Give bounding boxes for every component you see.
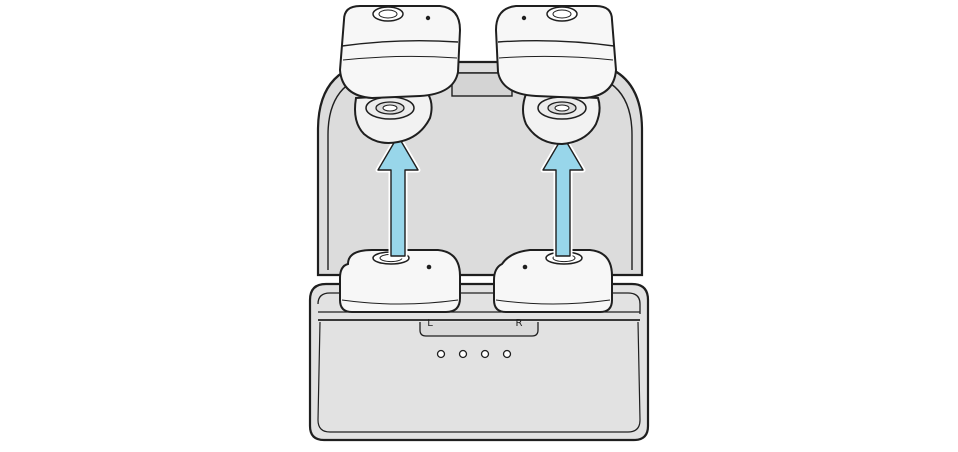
battery-indicator-led [502,349,512,359]
right-up-arrow-icon [540,133,586,259]
case-latch [419,322,539,337]
left-slot-label: L [427,318,433,329]
right-earbud-in-case [493,249,613,313]
left-up-arrow-icon [375,133,421,259]
led-dot-icon [521,15,527,21]
led-indicators [436,349,512,359]
battery-indicator-led [480,349,490,359]
led-dot-icon [425,15,431,21]
led-dot-icon [522,264,528,270]
earbud-button-icon [546,6,578,22]
left-earbud-lifted [338,5,462,144]
earbud-button-icon [372,6,404,22]
battery-indicator-led [436,349,446,359]
right-slot-label: R [516,318,523,329]
left-earbud-in-case [339,249,461,313]
battery-indicator-led [458,349,468,359]
right-earbud-lifted [494,5,618,146]
led-dot-icon [426,264,432,270]
